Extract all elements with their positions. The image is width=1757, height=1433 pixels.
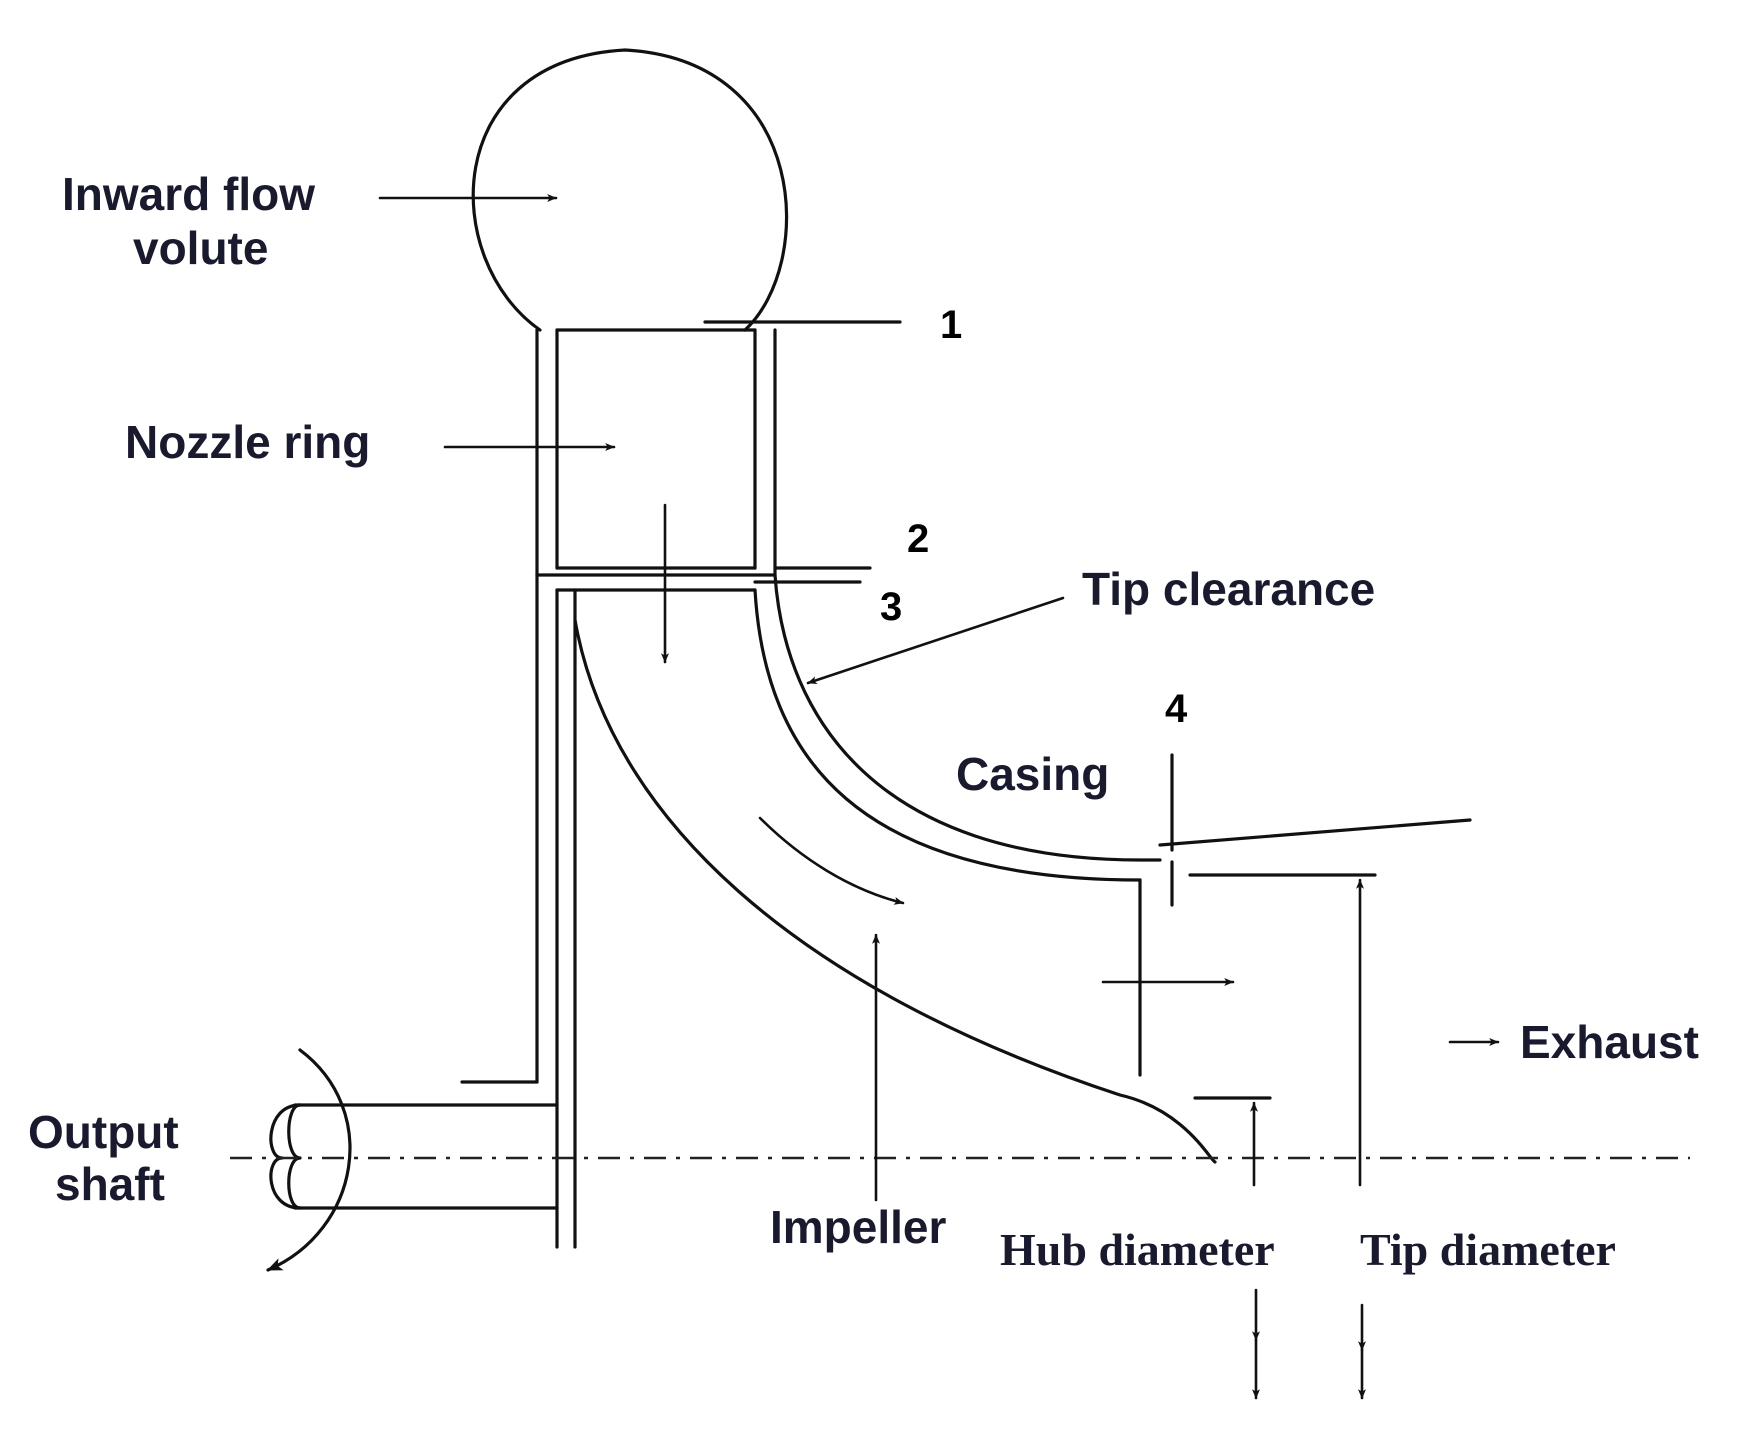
station-1: 1 bbox=[940, 303, 962, 347]
output-shaft bbox=[269, 1103, 559, 1210]
label-inward-flow: Inward flow bbox=[62, 168, 315, 220]
backplate bbox=[460, 573, 777, 1249]
label-nozzle-ring: Nozzle ring bbox=[125, 416, 370, 468]
label-hub-diameter: Hub diameter bbox=[1000, 1224, 1275, 1275]
impeller-flow-arrow bbox=[758, 816, 905, 905]
station-2: 2 bbox=[907, 517, 929, 561]
impeller-hub-profile bbox=[573, 618, 1217, 1164]
tip-clearance-arrow bbox=[806, 596, 1065, 685]
rotation-arrow bbox=[266, 1048, 352, 1272]
station-4: 4 bbox=[1165, 687, 1188, 731]
label-tip-clearance: Tip clearance bbox=[1082, 563, 1375, 615]
label-casing: Casing bbox=[956, 748, 1109, 800]
label-impeller: Impeller bbox=[770, 1201, 947, 1253]
label-tip-diameter: Tip diameter bbox=[1360, 1224, 1616, 1275]
label-volute: volute bbox=[133, 222, 268, 274]
label-exhaust: Exhaust bbox=[1520, 1016, 1699, 1068]
volute-circle bbox=[471, 48, 789, 332]
station-3: 3 bbox=[880, 585, 902, 629]
casing-shroud bbox=[753, 573, 1472, 1077]
label-output: Output bbox=[28, 1106, 179, 1158]
label-shaft: shaft bbox=[55, 1158, 165, 1210]
nozzle-ring-walls bbox=[535, 328, 777, 577]
